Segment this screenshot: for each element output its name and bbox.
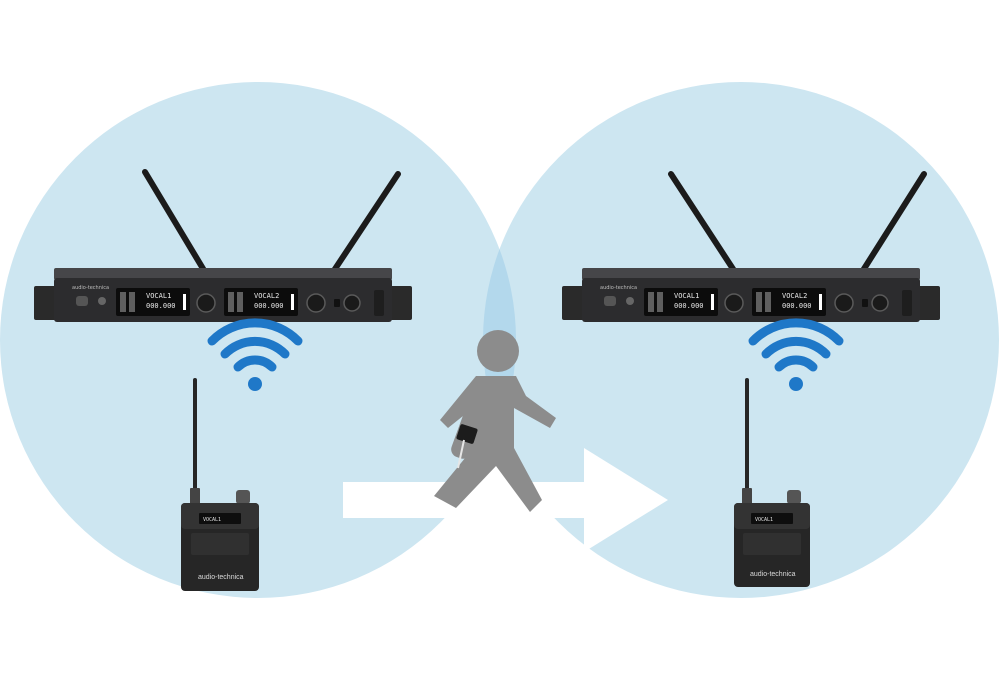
lcd-display-1-line2: 000.000 — [674, 302, 704, 310]
wifi-signal-icon — [207, 318, 303, 391]
handheld-transmitter-icon — [456, 424, 478, 469]
lcd-display-2-bar — [819, 294, 822, 310]
lcd-display-2-meter — [756, 292, 762, 312]
antenna-icon — [330, 171, 401, 275]
rotary-knob — [724, 293, 744, 313]
lcd-display-2-line1: VOCAL2 — [782, 292, 807, 300]
headphone-knob — [871, 294, 889, 312]
rotary-knob — [306, 293, 326, 313]
lcd-display-2-line1: VOCAL2 — [254, 292, 279, 300]
rack-ear — [918, 286, 940, 320]
side-handle — [902, 290, 912, 316]
right-bodypack-transmitter: VOCAL1 audio-technica — [734, 378, 810, 587]
connector — [787, 490, 801, 504]
lcd-display-1-line2: 000.000 — [146, 302, 176, 310]
left-receiver: audio-technica VOCAL1 000.000 VOCAL2 000… — [34, 169, 412, 322]
lcd-display-1-bar — [711, 294, 714, 310]
lcd-display-1-meter — [120, 292, 126, 312]
lcd-display-1-line1: VOCAL1 — [146, 292, 171, 300]
belt-clip — [743, 533, 801, 555]
lcd-display-2-meter — [237, 292, 243, 312]
connector — [236, 490, 250, 504]
rotary-knob — [834, 293, 854, 313]
right-receiver: audio-technica VOCAL1 000.000 VOCAL2 000… — [562, 171, 940, 322]
belt-clip — [191, 533, 249, 555]
transmitter-display-text: VOCAL1 — [203, 517, 221, 523]
transmitter-display-text: VOCAL1 — [755, 517, 773, 523]
antenna-icon — [142, 169, 208, 275]
headphone-jack — [862, 299, 868, 307]
rack-ear — [562, 286, 584, 320]
transmitter-brand: audio-technica — [750, 571, 796, 578]
lcd-display-2-meter — [228, 292, 234, 312]
lcd-display-2-bar — [291, 294, 294, 310]
lcd-display-1-meter — [657, 292, 663, 312]
antenna-base — [190, 488, 200, 504]
side-handle — [374, 290, 384, 316]
power-button — [76, 296, 88, 306]
headphone-knob — [343, 294, 361, 312]
antenna-base — [742, 488, 752, 504]
transmitter-display — [199, 513, 241, 524]
rack-ear — [34, 286, 56, 320]
antenna-icon — [859, 171, 927, 275]
lcd-display-1-bar — [183, 294, 186, 310]
wifi-signal-icon — [748, 318, 844, 391]
left-bodypack-transmitter: VOCAL1 audio-technica — [181, 378, 259, 591]
receiver-chassis — [54, 268, 392, 280]
status-led — [98, 297, 106, 305]
lcd-display-2-line2: 000.000 — [782, 302, 812, 310]
lcd-display-1-line1: VOCAL1 — [674, 292, 699, 300]
transmitter-display — [751, 513, 793, 524]
transmitter-brand: audio-technica — [198, 574, 244, 581]
antenna-icon — [668, 171, 738, 275]
rotary-knob — [196, 293, 216, 313]
lcd-display-2-meter — [765, 292, 771, 312]
receiver-brand: audio-technica — [72, 285, 109, 291]
status-led — [626, 297, 634, 305]
rack-ear — [390, 286, 412, 320]
lcd-display-1-meter — [648, 292, 654, 312]
headphone-jack — [334, 299, 340, 307]
lcd-display-2-line2: 000.000 — [254, 302, 284, 310]
receiver-brand: audio-technica — [600, 285, 637, 291]
lcd-display-1-meter — [129, 292, 135, 312]
power-button — [604, 296, 616, 306]
receiver-chassis — [582, 268, 920, 280]
